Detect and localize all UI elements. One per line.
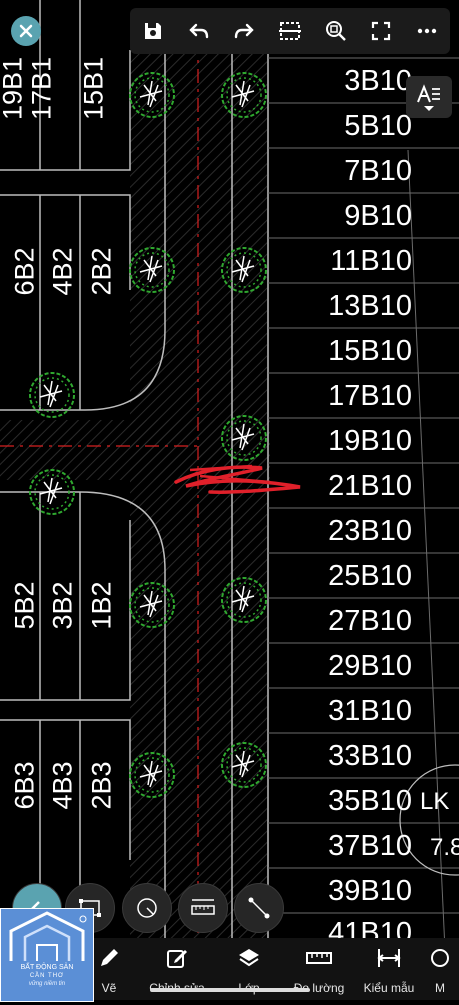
lot-label: 11B10 <box>330 245 412 277</box>
lot-label: 31B10 <box>328 695 412 727</box>
lot-label: 25B10 <box>328 560 412 592</box>
logo-title: BẤT ĐỘNG SẢN <box>20 964 74 971</box>
lot-label: 9B10 <box>344 200 412 232</box>
lot-label: 17B1 <box>26 56 57 121</box>
lot-label: 23B10 <box>328 515 412 547</box>
lot-label: 3B10 <box>344 65 412 97</box>
lot-label: 29B10 <box>328 650 412 682</box>
lot-label: 5B2 <box>9 581 40 630</box>
close-icon <box>19 24 33 38</box>
close-button[interactable] <box>11 16 41 46</box>
crop-icon <box>278 22 301 40</box>
lot-label: 15B10 <box>328 335 412 367</box>
lot-label: 19B1 <box>0 56 28 121</box>
chevron-down-icon <box>424 105 434 111</box>
edit-icon <box>167 950 187 968</box>
measure-length-button[interactable] <box>178 883 228 933</box>
lot-label: 5B10 <box>344 110 412 142</box>
more-icon <box>417 28 437 34</box>
text-style-button[interactable] <box>406 76 452 118</box>
nav-style[interactable]: Kiểu mẫu <box>354 946 424 995</box>
redo-icon <box>235 23 254 39</box>
tape-measure-icon <box>191 899 215 915</box>
logo-slogan: vững niềm tin <box>28 981 66 987</box>
lot-label: 21B10 <box>328 470 412 502</box>
line-tool-icon <box>248 897 270 919</box>
block-label: LK <box>420 788 450 815</box>
lot-label: 39B10 <box>328 875 412 907</box>
more-tools-icon <box>431 949 449 967</box>
line-tool-button[interactable] <box>234 883 284 933</box>
lot-label: 2B3 <box>86 761 117 810</box>
logo-subtitle: CẦN THƠ <box>29 973 65 979</box>
circle-tool-button[interactable] <box>122 883 172 933</box>
nav-label: Kiểu mẫu <box>363 981 415 995</box>
nav-label: Vẽ <box>101 981 117 995</box>
lot-label: 35B10 <box>328 785 412 817</box>
lot-label: 1B2 <box>86 581 117 630</box>
watermark-logo: BẤT ĐỘNG SẢN CẦN THƠ vững niềm tin <box>0 908 94 1002</box>
nav-label: M <box>435 981 445 995</box>
lot-label: 17B10 <box>328 380 412 412</box>
save-button[interactable] <box>136 14 170 48</box>
lot-label: 2B2 <box>86 247 117 296</box>
lot-label: 37B10 <box>328 830 412 862</box>
lot-label: 13B10 <box>328 290 412 322</box>
lot-label: 19B10 <box>328 425 412 457</box>
fullscreen-icon <box>372 21 391 41</box>
zoom-extents-icon <box>325 21 346 41</box>
redo-button[interactable] <box>227 14 261 48</box>
undo-icon <box>188 23 208 39</box>
text-style-icon <box>417 83 440 102</box>
lot-label: 4B2 <box>47 247 78 296</box>
nav-more[interactable]: M <box>420 946 459 995</box>
zoom-extents-button[interactable] <box>319 14 353 48</box>
lot-label: 3B2 <box>47 581 78 630</box>
circle-tool-icon <box>137 898 157 918</box>
pencil-icon <box>101 949 118 966</box>
lot-label: 4B3 <box>47 761 78 810</box>
top-toolbar <box>130 8 450 54</box>
home-indicator[interactable] <box>150 988 310 992</box>
crop-button[interactable] <box>273 14 307 48</box>
lot-label: 7B10 <box>344 155 412 187</box>
lot-label: 33B10 <box>328 740 412 772</box>
lot-label: 27B10 <box>328 605 412 637</box>
fullscreen-button[interactable] <box>364 14 398 48</box>
nav-draw[interactable]: Vẽ <box>74 946 144 995</box>
ruler-icon <box>306 952 332 964</box>
layers-icon <box>239 949 259 967</box>
save-icon <box>144 23 161 39</box>
block-value: 7.8 <box>430 834 459 861</box>
dimension-icon <box>377 949 401 967</box>
undo-button[interactable] <box>182 14 216 48</box>
lot-label: 6B3 <box>9 761 40 810</box>
lot-label: 6B2 <box>9 247 40 296</box>
lot-label: 15B1 <box>78 56 109 121</box>
more-button[interactable] <box>410 14 444 48</box>
building-logo-icon <box>9 911 87 961</box>
